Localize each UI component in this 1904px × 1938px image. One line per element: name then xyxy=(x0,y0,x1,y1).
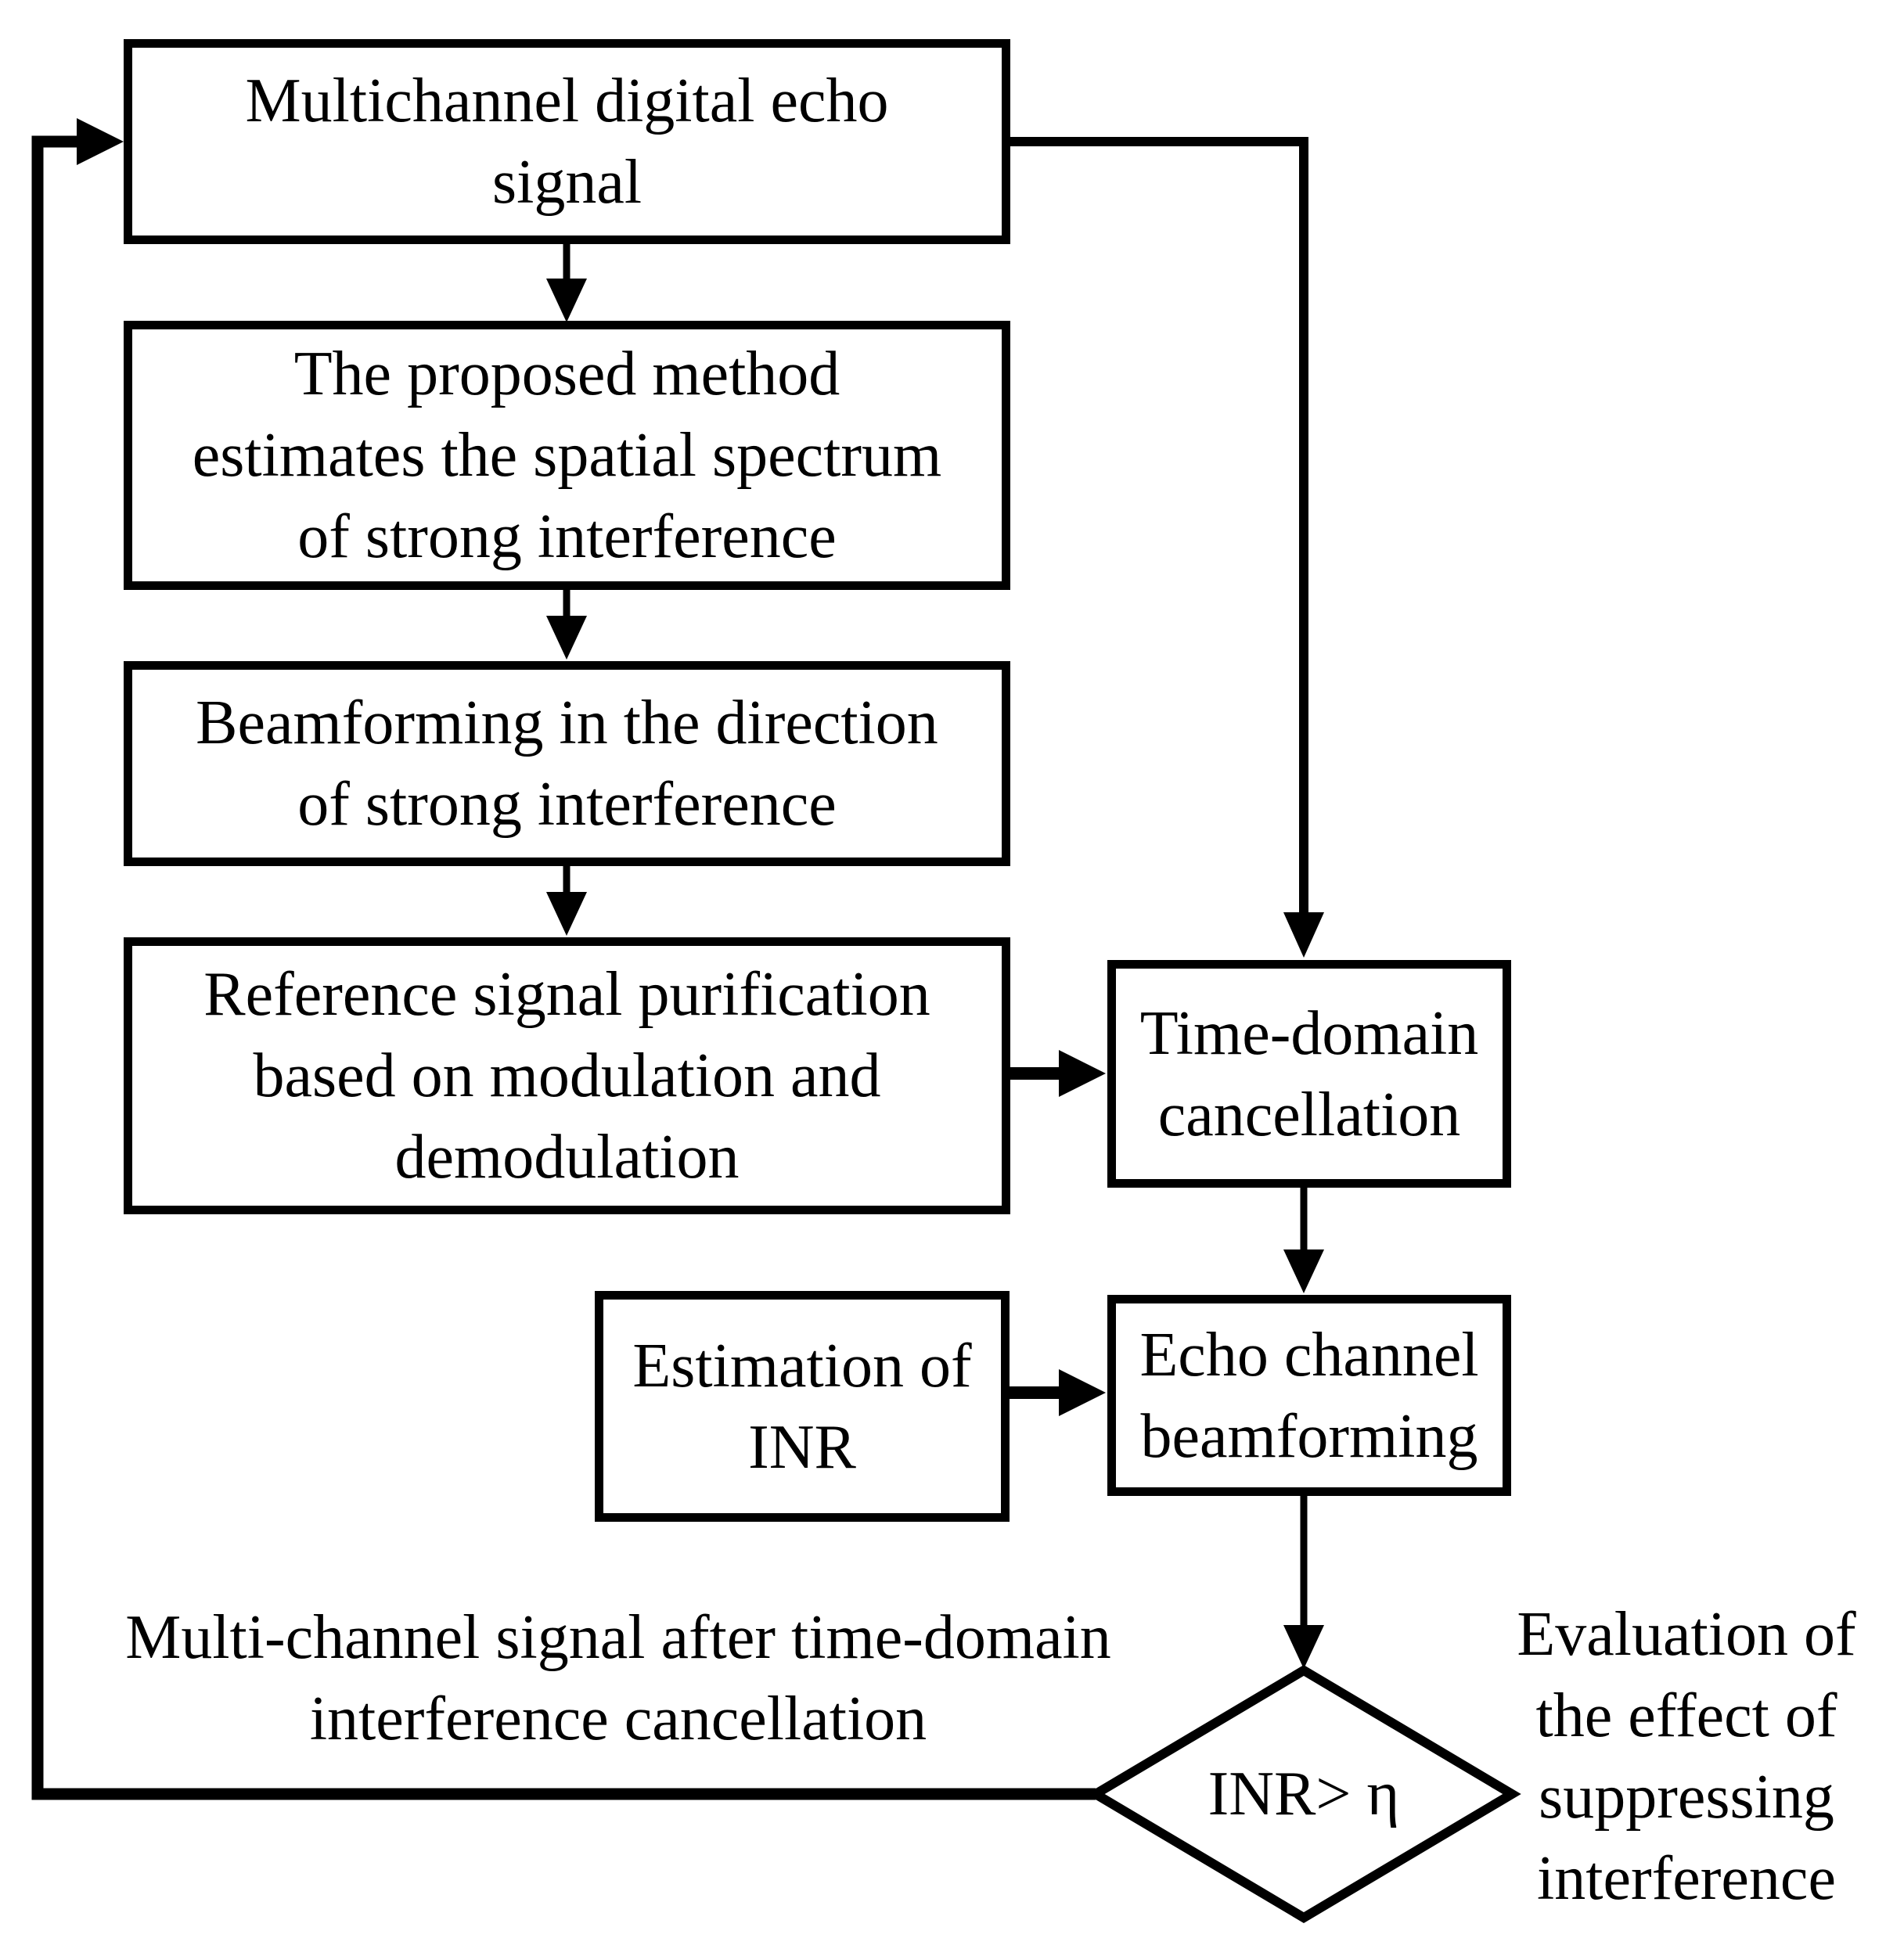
label-text-line: Evaluation of xyxy=(1517,1600,1856,1669)
label-text-line: suppressing xyxy=(1539,1763,1834,1832)
box-text-line: demodulation xyxy=(394,1123,740,1192)
box-text-line: Time-domain xyxy=(1139,998,1479,1068)
box-text-line: The proposed method xyxy=(293,340,840,408)
decision-text: INR> η xyxy=(1208,1760,1400,1828)
arrowhead-right-icon xyxy=(77,118,124,165)
arrowhead-right-icon xyxy=(1059,1050,1106,1097)
label-multichannel-after-cancellation: Multi-channel signal after time-domain i… xyxy=(74,1592,1162,1764)
box-text-line: Beamforming in the direction xyxy=(196,689,938,757)
box-text-line: signal xyxy=(491,148,642,217)
arrowhead-down-icon xyxy=(546,616,587,660)
box-proposed-method-spatial-spectrum: The proposed method estimates the spatia… xyxy=(124,321,1010,590)
box-reference-signal-purification: Reference signal purification based on m… xyxy=(124,937,1010,1214)
decision-condition-label: INR> η xyxy=(1096,1751,1512,1837)
box-text-line: Multichannel digital echo xyxy=(245,67,889,135)
arrowhead-right-icon xyxy=(1059,1369,1106,1416)
box-text-line: estimates the spatial spectrum xyxy=(192,421,942,490)
box-time-domain-cancellation: Time-domain cancellation xyxy=(1107,960,1511,1188)
box-text-line: based on modulation and xyxy=(253,1041,881,1110)
arrow-proposed-to-beamforming xyxy=(546,590,587,660)
box-text-line: Estimation of xyxy=(632,1331,972,1400)
box-text-line: Reference signal purification xyxy=(203,960,930,1029)
label-text-line: the effect of xyxy=(1535,1681,1837,1750)
arrow-signal-to-time-domain xyxy=(1010,137,1324,958)
box-text-line: of strong interference xyxy=(297,770,837,839)
arrow-signal-to-proposed xyxy=(546,243,587,322)
arrow-beamforming-to-reference xyxy=(546,866,587,936)
box-beamforming-direction-interference: Beamforming in the direction of strong i… xyxy=(124,661,1010,866)
label-text-line: interference xyxy=(1537,1844,1836,1913)
arrowhead-down-icon xyxy=(546,892,587,936)
box-multichannel-digital-echo-signal: Multichannel digital echo signal xyxy=(124,39,1010,244)
arrowhead-down-icon xyxy=(1283,1625,1324,1669)
box-text-line: Echo channel xyxy=(1139,1320,1479,1390)
box-text-line: beamforming xyxy=(1140,1401,1478,1471)
arrowhead-down-icon xyxy=(546,279,587,322)
label-text-line: interference cancellation xyxy=(309,1685,927,1753)
arrow-echo-to-decision xyxy=(1283,1496,1324,1669)
arrow-reference-to-time-domain xyxy=(1010,1050,1106,1097)
feedback-line xyxy=(31,135,1096,1800)
arrow-line xyxy=(1010,137,1308,914)
box-echo-channel-beamforming: Echo channel beamforming xyxy=(1107,1295,1511,1496)
box-text-line: cancellation xyxy=(1157,1080,1461,1149)
arrowhead-down-icon xyxy=(1283,1249,1324,1293)
arrowhead-down-icon xyxy=(1283,912,1324,958)
arrow-estimation-to-echo xyxy=(1010,1369,1106,1416)
label-evaluation-of-suppression: Evaluation of the effect of suppressing … xyxy=(1475,1588,1898,1925)
box-estimation-of-inr: Estimation of INR xyxy=(595,1291,1010,1522)
decision-diamond xyxy=(1086,1665,1521,1923)
feedback-decision-to-signal xyxy=(31,118,1096,1800)
arrow-time-domain-to-echo xyxy=(1283,1188,1324,1293)
box-text-line: INR xyxy=(748,1412,856,1482)
box-text-line: of strong interference xyxy=(297,502,837,571)
label-text-line: Multi-channel signal after time-domain xyxy=(125,1603,1111,1672)
